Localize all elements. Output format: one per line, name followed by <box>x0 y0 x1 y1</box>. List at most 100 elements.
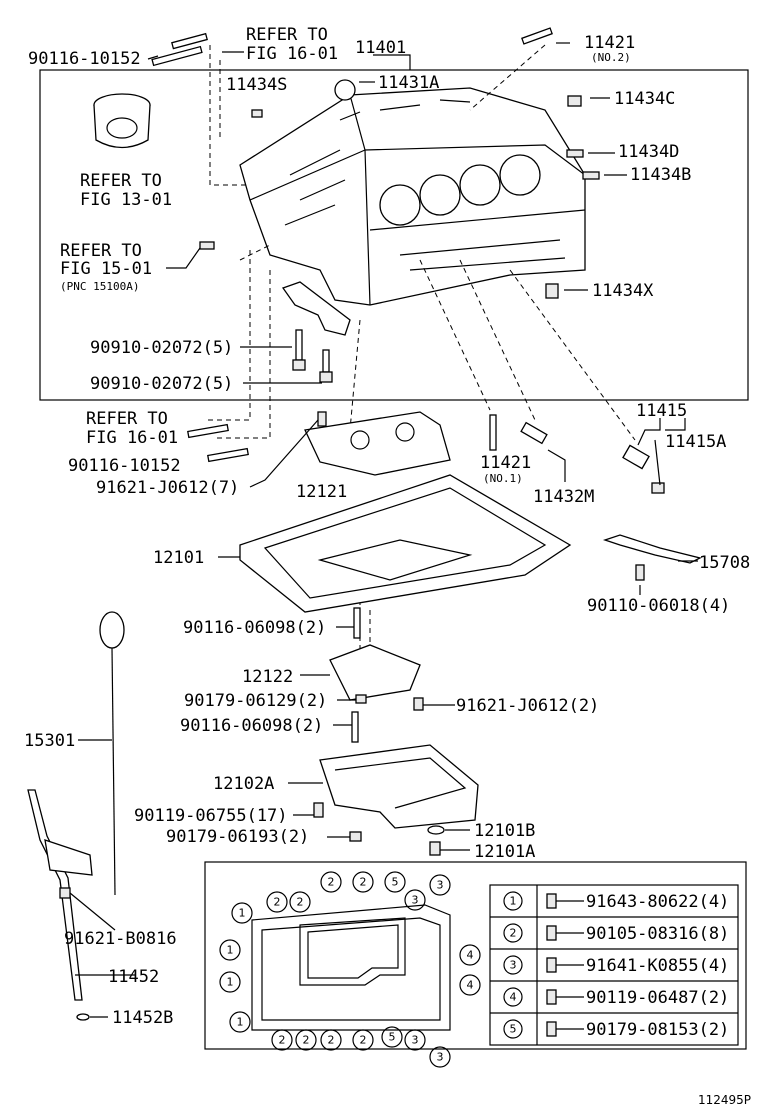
callout-11431a: 11431A <box>378 73 439 93</box>
baffle-plate-12121[interactable] <box>304 411 451 476</box>
callout-15708: 15708 <box>699 553 750 573</box>
tube-15708[interactable] <box>602 534 702 564</box>
bolt-90910-b[interactable] <box>319 349 333 383</box>
callout-refer-16-top-a: REFER TO <box>246 25 328 45</box>
callout-12121: 12121 <box>296 482 347 502</box>
stud-11421-no1[interactable] <box>489 414 497 451</box>
pin-11434x[interactable] <box>545 283 559 299</box>
callout-11401: 11401 <box>355 38 406 58</box>
legend-bolt-icon <box>546 925 557 941</box>
stud-90116-06098-b[interactable] <box>351 711 359 743</box>
stud-90116-06098-a[interactable] <box>353 607 361 639</box>
legend-key: 5 <box>510 1023 517 1036</box>
marker-right-3: 4 <box>467 979 474 992</box>
callout-91621-j0612-7: 91621-J0612(7) <box>96 478 239 498</box>
callout-11415: 11415 <box>636 401 687 421</box>
pin-11434s[interactable] <box>251 109 263 118</box>
callout-90116-10152-mid: 90116-10152 <box>68 456 181 476</box>
callout-11421-no1: 11421 <box>480 453 531 473</box>
stud-11421-no2[interactable] <box>521 27 553 45</box>
gasket-12101b[interactable] <box>427 825 445 835</box>
pin-11434d[interactable] <box>566 149 584 158</box>
gasket-outline <box>251 904 451 1031</box>
marker-top-7: 3 <box>437 879 444 892</box>
callout-90110-06018: 90110-06018(4) <box>587 596 730 616</box>
bearing-cap[interactable] <box>281 281 351 336</box>
leader-lines <box>69 42 698 1018</box>
nut-90179-06193[interactable] <box>349 831 362 842</box>
oil-pan-12101[interactable] <box>239 474 572 613</box>
bolt-91621-j0612-2[interactable] <box>413 697 424 711</box>
oil-jet-11415[interactable] <box>622 444 665 494</box>
oil-pan-12102a[interactable] <box>319 744 479 829</box>
legend-key-circle <box>503 955 523 975</box>
diagram-id: 112495P <box>698 1093 751 1107</box>
marker-bot-2: 2 <box>303 1034 310 1047</box>
stud-90116-10152-mid[interactable] <box>187 423 249 463</box>
legend-key-circle <box>503 987 523 1007</box>
legend-key-circle <box>503 923 523 943</box>
callout-90116-10152-top: 90116-10152 <box>28 49 141 69</box>
plug-11431a[interactable] <box>334 79 356 101</box>
marker-bot-1: 2 <box>279 1034 286 1047</box>
bolt-91621-b0816[interactable] <box>59 887 71 899</box>
callout-12102a: 12102A <box>213 774 274 794</box>
sensor-11432m[interactable] <box>520 421 548 445</box>
plug-12101a[interactable] <box>429 841 441 856</box>
callout-90179-06129: 90179-06129(2) <box>184 691 327 711</box>
bolt-90910-a[interactable] <box>292 329 306 371</box>
callout-12122: 12122 <box>242 667 293 687</box>
callout-90119-06755: 90119-06755(17) <box>134 806 288 826</box>
marker-bot-5: 5 <box>389 1031 396 1044</box>
callout-11452: 11452 <box>108 967 159 987</box>
bolt-90119-06755[interactable] <box>313 802 324 818</box>
callout-90910-b: 90910-02072(5) <box>90 374 233 394</box>
callout-12101b: 12101B <box>474 821 535 841</box>
callout-12101a: 12101A <box>474 842 535 862</box>
o-ring-11452b[interactable] <box>76 1013 90 1021</box>
cover-12122[interactable] <box>329 644 421 701</box>
legend-key: 3 <box>510 959 517 972</box>
callout-11421-no2: 11421 <box>584 33 635 53</box>
marker-top-3: 2 <box>328 876 335 889</box>
marker-bot-4: 2 <box>360 1034 367 1047</box>
marker-left-3: 1 <box>227 976 234 989</box>
callout-91621-b0816: 91621-B0816 <box>64 929 177 949</box>
legend-part-number: 90105-08316(8) <box>586 924 729 944</box>
callout-90179-06193: 90179-06193(2) <box>166 827 309 847</box>
marker-left-2: 1 <box>227 944 234 957</box>
legend-bolt-icon <box>546 893 557 909</box>
marker-bot-3: 2 <box>328 1034 335 1047</box>
legend-key-circle <box>503 1019 523 1039</box>
callout-refer-15-b: FIG 15-01 <box>60 259 152 279</box>
marker-right-2: 4 <box>467 949 474 962</box>
legend-part-number: 91643-80622(4) <box>586 892 729 912</box>
cylinder-block[interactable] <box>239 87 586 306</box>
bolt-91621-j0612-7[interactable] <box>317 411 327 427</box>
dipstick-15301[interactable] <box>99 611 125 896</box>
callout-11434x: 11434X <box>592 281 654 301</box>
legend-part-number: 91641-K0855(4) <box>586 956 729 976</box>
bolt-pattern-frame <box>204 861 747 1050</box>
callout-11452b: 11452B <box>112 1008 173 1028</box>
callout-90910-a: 90910-02072(5) <box>90 338 233 358</box>
pin-refer-15 <box>199 241 215 250</box>
callout-11415a: 11415A <box>665 432 726 452</box>
marker-top-4: 2 <box>360 876 367 889</box>
stud-90116-10152-top[interactable] <box>151 32 208 67</box>
callout-refer-15-a: REFER TO <box>60 241 142 261</box>
pin-11434c[interactable] <box>567 95 582 107</box>
callout-11434b: 11434B <box>630 165 691 185</box>
gasket-markers: 2 2 2 2 5 3 3 1 1 1 1 1 4 4 3 3 2 2 2 2 … <box>219 871 481 1068</box>
marker-right-4: 3 <box>437 1051 444 1064</box>
bolt-90110-06018[interactable] <box>635 564 645 581</box>
nut-90179-06129[interactable] <box>355 694 367 704</box>
marker-left-1: 1 <box>239 907 246 920</box>
legend-part-number: 90179-08153(2) <box>586 1020 729 1040</box>
dipstick-guide-11452[interactable] <box>27 789 93 1001</box>
legend-key: 2 <box>510 927 517 940</box>
legend-bolt-icon <box>546 957 557 973</box>
pin-11434b[interactable] <box>582 171 600 180</box>
